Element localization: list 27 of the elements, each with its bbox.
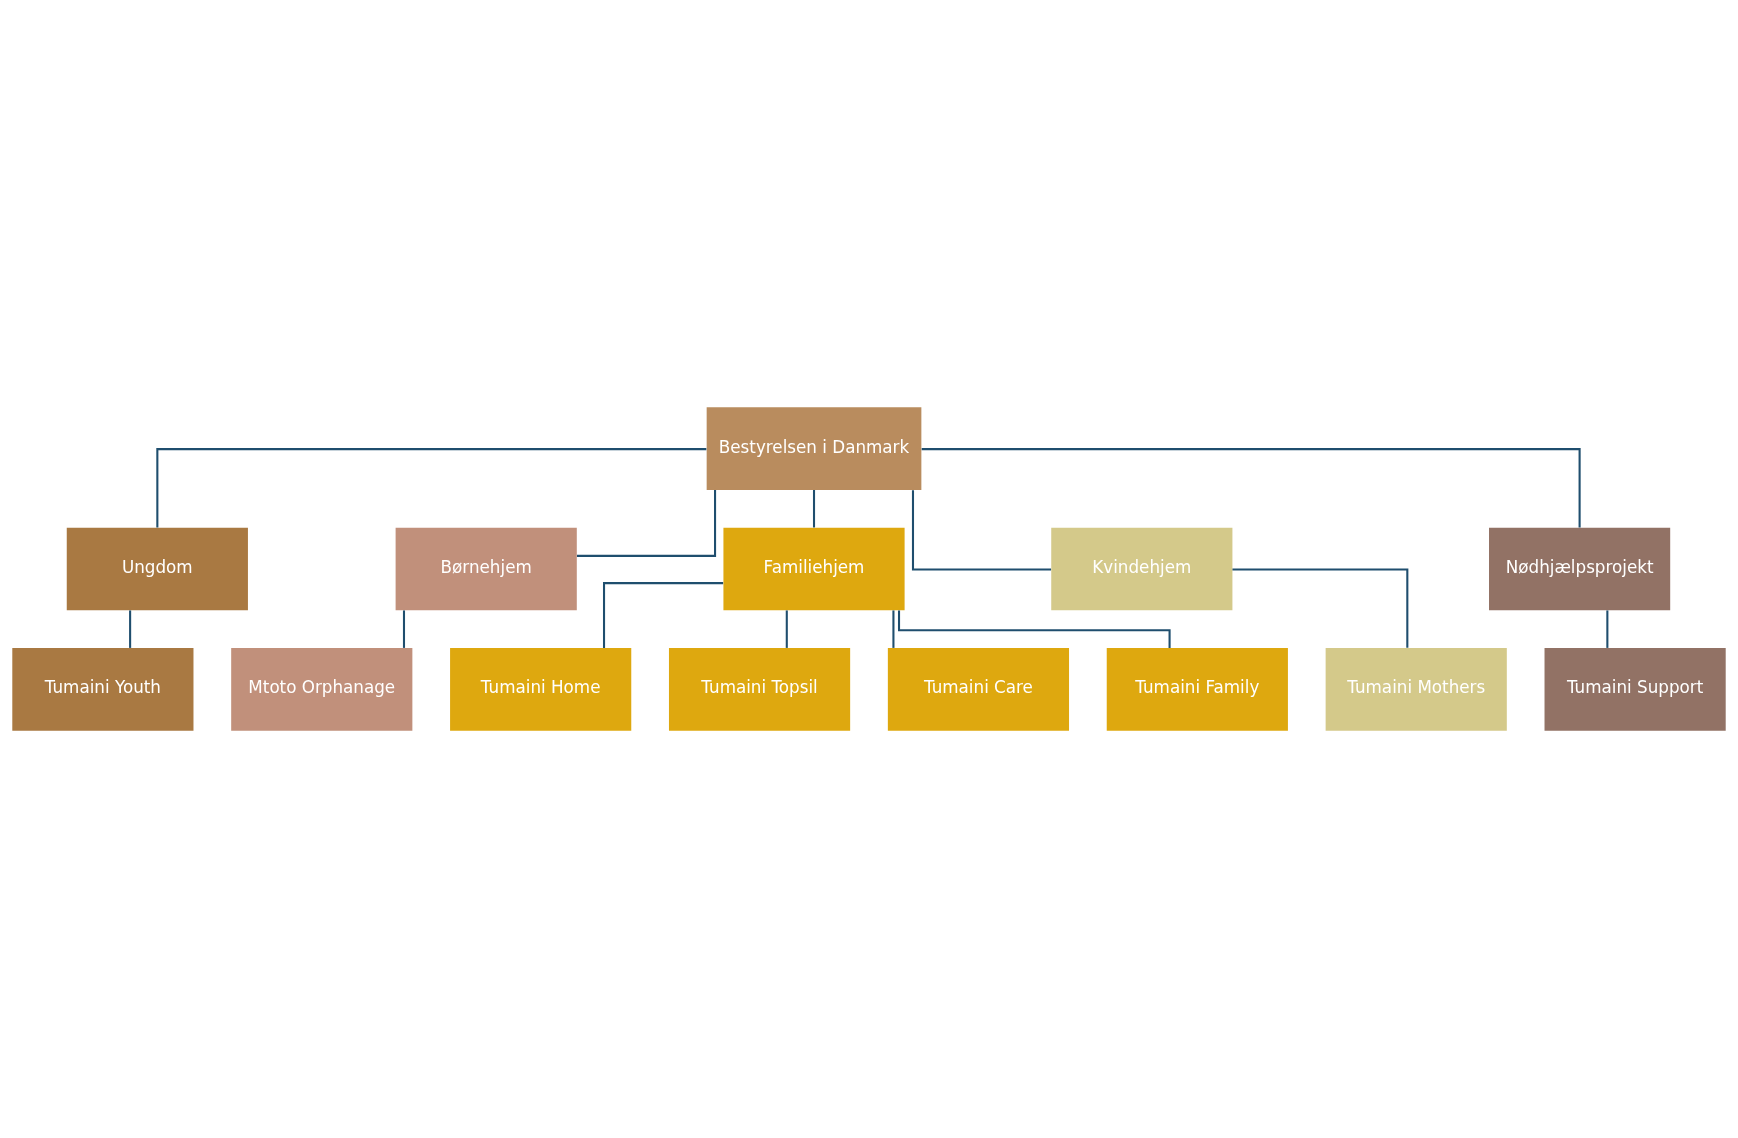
node-box: Tumaini Home <box>450 648 632 731</box>
connector <box>892 610 895 648</box>
connector <box>402 610 406 648</box>
connector <box>603 582 724 649</box>
node-box: Bestyrelsen i Danmark <box>706 407 922 490</box>
node-box: Børnehjem <box>395 527 577 611</box>
node-box: Tumaini Mothers <box>1325 648 1507 731</box>
connector <box>1606 610 1609 648</box>
connector <box>129 610 132 648</box>
connector <box>1232 568 1409 648</box>
node-box: Tumaini Family <box>1106 648 1288 731</box>
connector <box>785 610 788 648</box>
node-box: Tumaini Topsil <box>668 648 851 731</box>
node-box: Tumaini Youth <box>12 648 194 731</box>
node-box: Familiehjem <box>723 527 905 611</box>
node-box: Tumaini Support <box>1544 648 1726 731</box>
connector <box>812 490 816 528</box>
node-box: Ungdom <box>66 527 248 611</box>
connector <box>577 490 717 557</box>
connector <box>921 448 1581 528</box>
node-box: Kvindehjem <box>1051 527 1233 611</box>
node-box: Nødhjælpsprojekt <box>1489 527 1671 611</box>
connector <box>911 490 1052 571</box>
node-box: Mtoto Orphanage <box>231 648 413 731</box>
connector <box>898 610 1171 648</box>
node-box: Tumaini Care <box>887 648 1070 731</box>
connector <box>156 448 707 528</box>
